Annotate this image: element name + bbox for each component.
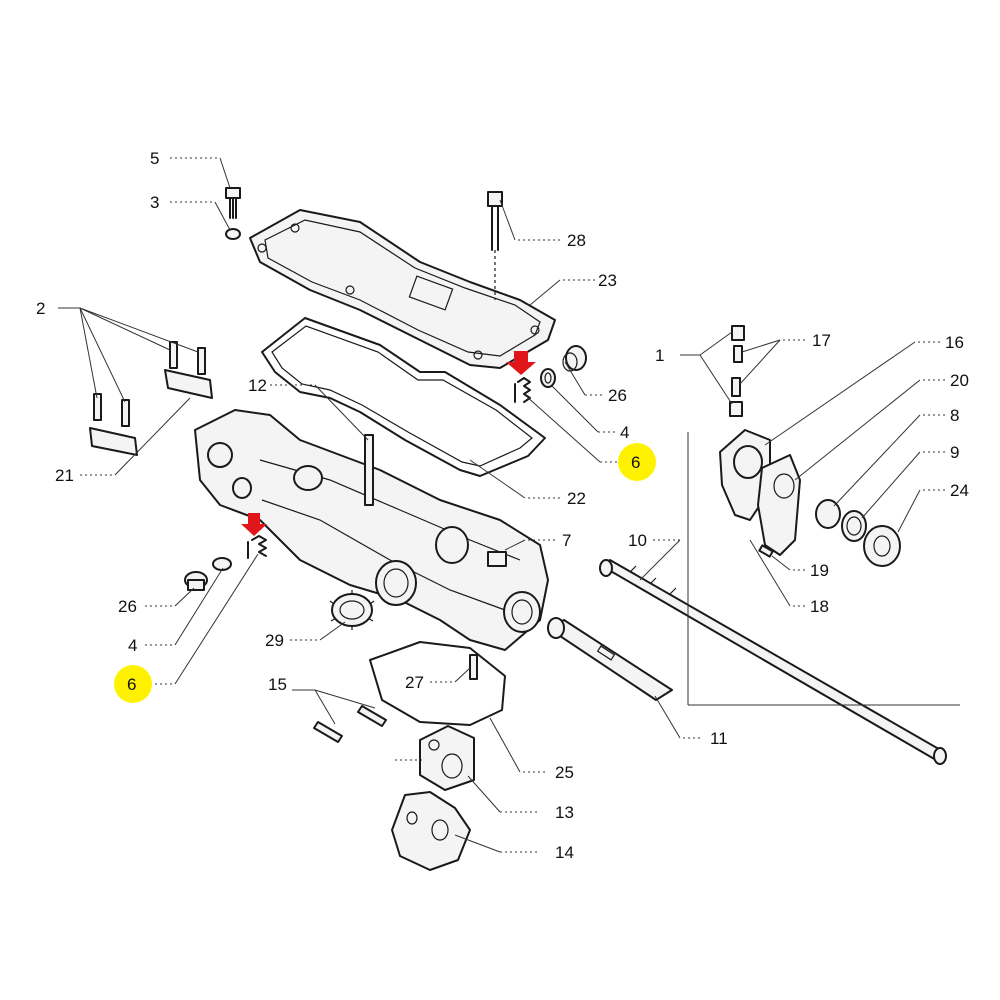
cover-plate xyxy=(249,209,556,369)
callout-3: 3 xyxy=(150,193,159,212)
bushing-24 xyxy=(863,525,901,567)
callout-27: 27 xyxy=(405,673,424,692)
callout-29: 29 xyxy=(265,631,284,650)
bolt-28 xyxy=(487,191,503,300)
callout-26-upper: 26 xyxy=(608,386,627,405)
red-arrow-lower xyxy=(241,513,267,536)
block-13 xyxy=(419,725,475,791)
callout-1: 1 xyxy=(655,346,664,365)
callout-10: 10 xyxy=(628,531,647,550)
plug-26-upper xyxy=(562,345,587,372)
callout-23: 23 xyxy=(598,271,617,290)
callout-6-upper: 6 xyxy=(631,453,640,472)
plug-26-lower xyxy=(184,571,208,591)
lever-16 xyxy=(719,429,771,521)
highlight-circle-6-upper xyxy=(618,443,656,481)
spring-6-upper xyxy=(514,377,531,403)
bolt-5 xyxy=(225,187,241,219)
callout-12: 12 xyxy=(248,376,267,395)
seal-4-upper xyxy=(540,368,556,388)
callout-11: 11 xyxy=(710,729,728,748)
red-arrow-upper xyxy=(506,351,536,375)
cam-plate-20 xyxy=(757,454,801,556)
callout-18: 18 xyxy=(810,597,829,616)
callout-7: 7 xyxy=(562,531,571,550)
sleeve-11 xyxy=(547,617,673,701)
callout-2: 2 xyxy=(36,299,45,318)
callout-8: 8 xyxy=(950,406,959,425)
gear-29 xyxy=(329,590,375,630)
highlight-circle-6-lower xyxy=(114,665,152,703)
callout-26-lower: 26 xyxy=(118,597,137,616)
callout-15: 15 xyxy=(268,675,287,694)
pin-19 xyxy=(758,544,774,558)
spring-6-lower xyxy=(247,535,267,559)
callout-20: 20 xyxy=(950,371,969,390)
callout-22: 22 xyxy=(567,489,586,508)
pins-15 xyxy=(313,705,387,743)
bearing-9 xyxy=(841,510,867,542)
seal-4-lower xyxy=(212,557,232,571)
callout-25: 25 xyxy=(555,763,574,782)
gasket-22 xyxy=(261,317,546,477)
main-housing xyxy=(194,409,549,651)
callout-14: 14 xyxy=(555,843,574,862)
callout-17: 17 xyxy=(812,331,831,350)
callout-5: 5 xyxy=(150,149,159,168)
callout-24: 24 xyxy=(950,481,969,500)
link-plate-21 xyxy=(89,369,213,456)
bracket-14 xyxy=(391,791,471,871)
callout-21: 21 xyxy=(55,466,74,485)
callout-9: 9 xyxy=(950,443,959,462)
callout-13: 13 xyxy=(555,803,574,822)
callout-28: 28 xyxy=(567,231,586,250)
callout-4-upper: 4 xyxy=(620,423,629,442)
callout-4-lower: 4 xyxy=(128,636,137,655)
gasket-25 xyxy=(369,641,506,726)
pins-1-17 xyxy=(729,325,745,417)
callout-labels: 5 3 28 23 2 1 17 16 20 12 26 8 4 9 6 21 … xyxy=(36,149,969,862)
shaft-10 xyxy=(599,559,947,765)
leader-lines xyxy=(58,157,960,853)
callout-19: 19 xyxy=(810,561,829,580)
washer-3 xyxy=(225,228,241,240)
bushing-8 xyxy=(815,499,841,529)
callout-16: 16 xyxy=(945,333,964,352)
callout-6-lower: 6 xyxy=(127,675,136,694)
arrow-shape-lower xyxy=(241,513,267,536)
pins-2 xyxy=(93,341,206,427)
arrow-shape-upper xyxy=(506,351,536,375)
